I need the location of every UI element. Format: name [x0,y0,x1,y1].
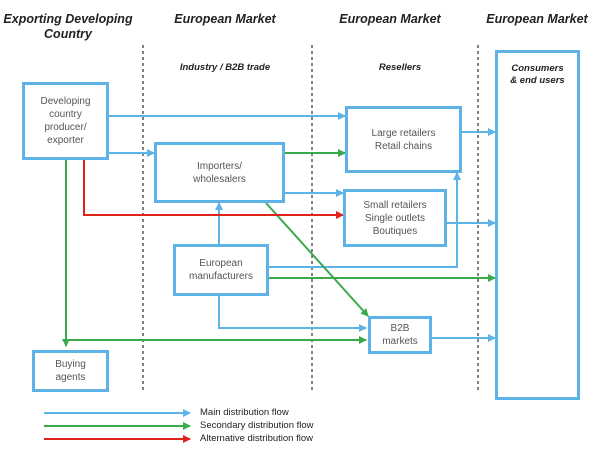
node-large-retailers: Large retailers Retail chains [345,106,462,173]
subheading-industry: Industry / B2B trade [179,62,271,73]
flow-producer-small-alt [83,160,344,219]
flow-importers-b2b [265,202,369,317]
node-b2b: B2B markets [368,316,432,354]
node-importers: Importers/ wholesalers [154,142,285,203]
column-title-market-1: European Market [174,12,276,26]
legend-main-label: Main distribution flow [200,407,289,418]
column-title-market-2: European Market [339,12,441,26]
node-manufacturers: European manufacturers [173,244,269,296]
node-consumers: Consumers & end users [495,50,580,400]
legend-secondary-label: Secondary distribution flow [200,420,314,431]
flow-manufacturers-large [268,172,461,268]
legend-alternative-label: Alternative distribution flow [200,433,313,444]
flow-manufacturers-b2b [218,295,367,332]
column-title-exporting: Exporting Developing Country [3,12,133,41]
column-title-market-3: European Market [486,12,588,26]
node-producer: Developing country producer/ exporter [22,82,109,160]
subheading-resellers: Resellers [378,62,422,73]
node-small-retailers: Small retailers Single outlets Boutiques [343,189,447,247]
node-buying-agents: Buying agents [32,350,109,392]
